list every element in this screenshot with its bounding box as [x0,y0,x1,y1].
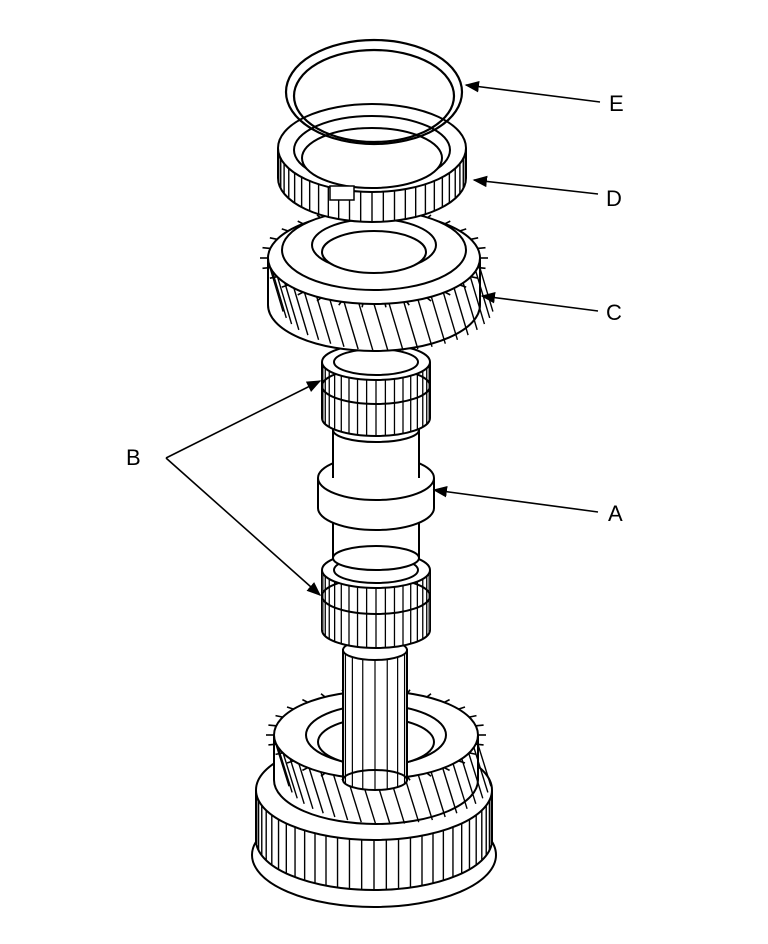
leader-lines [165,80,601,596]
callout-label-a: A [608,501,623,526]
callout-label-c: C [606,300,622,325]
callout-label-b: B [126,445,141,470]
leader-d [472,175,599,195]
leader-c [480,291,599,312]
callout-label-e: E [609,91,624,116]
upper-needle-bearing [321,343,431,437]
leader-a [432,486,599,513]
leader-b-upper [165,380,322,459]
shaft-collar [317,417,435,571]
snap-ring [284,38,464,146]
helical-gear [260,208,494,352]
synchronizer-ring [277,103,467,223]
callout-label-d: D [606,186,622,211]
lower-shaft [342,639,408,791]
leader-b-lower [165,457,322,596]
leader-e [464,80,601,103]
